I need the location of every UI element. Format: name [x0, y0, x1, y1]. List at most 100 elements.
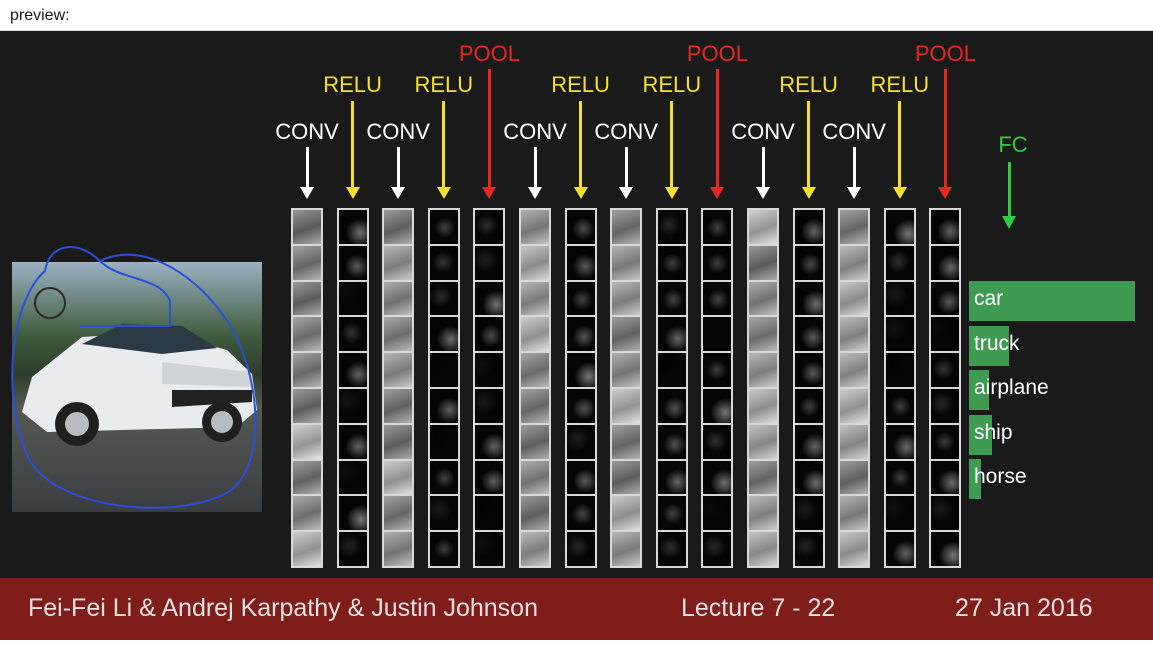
activation-map	[931, 281, 960, 316]
arrow-line-pool	[715, 69, 719, 189]
arrow-head-relu	[892, 187, 907, 199]
activation-map	[293, 245, 321, 280]
layer-label-pool: POOL	[686, 41, 748, 66]
arrow-head-pool	[710, 187, 725, 199]
activation-map	[429, 424, 458, 459]
activation-map	[612, 532, 641, 566]
score-label: horse	[974, 465, 1027, 488]
score-bar	[969, 325, 1009, 366]
arrow-head-conv	[528, 187, 542, 199]
fc-label: FC	[998, 132, 1028, 157]
activation-map	[749, 317, 777, 352]
activation-map	[885, 496, 914, 531]
activation-map	[521, 353, 549, 387]
activation-map	[703, 532, 732, 566]
activation-map	[293, 532, 321, 566]
activation-map	[612, 388, 641, 423]
activation-map	[384, 388, 413, 423]
arrow-head-relu	[573, 187, 588, 199]
activation-map	[885, 210, 914, 244]
activation-map	[475, 353, 504, 387]
layer-label-conv: CONV	[503, 119, 567, 144]
activation-map	[840, 532, 869, 566]
arrow-line-relu	[351, 101, 355, 189]
activation-map	[931, 317, 960, 352]
activation-map	[429, 353, 458, 387]
activation-map	[566, 281, 595, 316]
activation-map	[384, 245, 413, 280]
activation-map	[566, 245, 595, 280]
car-illustration	[22, 324, 257, 446]
activation-map	[794, 424, 823, 459]
activation-map	[429, 532, 458, 566]
arrow-line-relu	[670, 101, 674, 189]
activation-map	[931, 496, 960, 531]
activation-map	[749, 532, 777, 566]
activation-map	[475, 460, 504, 495]
activation-map	[885, 353, 914, 387]
activation-map	[429, 245, 458, 280]
arrow-line-relu	[898, 101, 902, 189]
activation-map	[657, 532, 686, 566]
activation-map	[840, 353, 869, 387]
arrow-head-conv	[847, 187, 862, 199]
activation-map	[338, 353, 367, 387]
lecture-date: 27 Jan 2016	[955, 594, 1093, 622]
activation-map	[794, 388, 823, 423]
activation-map	[657, 424, 686, 459]
activation-map	[521, 210, 549, 244]
activation-map	[384, 460, 413, 495]
activation-map	[566, 460, 595, 495]
activation-map	[657, 460, 686, 495]
arrow-line-conv	[761, 147, 765, 189]
arrow-line-relu	[442, 101, 446, 189]
activation-map	[293, 424, 321, 459]
arrow-line-pool	[487, 69, 491, 189]
score-bar	[969, 414, 992, 455]
activation-map	[566, 532, 595, 566]
score-bar	[969, 459, 981, 499]
layer-label-pool: POOL	[458, 41, 520, 66]
activation-map	[521, 245, 549, 280]
activation-map	[749, 245, 777, 280]
activation-map	[612, 281, 641, 316]
activation-map	[384, 496, 413, 531]
activation-map	[840, 317, 869, 352]
arrow-line-conv	[624, 147, 628, 189]
score-label: ship	[974, 420, 1013, 444]
activation-map	[840, 388, 869, 423]
arrow-head-relu	[436, 187, 451, 199]
layer-label-conv: CONV	[822, 119, 886, 144]
activation-map	[384, 424, 413, 459]
preview-label: preview:	[10, 7, 70, 24]
activation-column-relu	[564, 208, 597, 568]
activation-map	[293, 460, 321, 495]
activation-map	[885, 317, 914, 352]
score-label: truck	[974, 331, 1020, 355]
activation-map	[703, 317, 732, 352]
arrow-line-conv	[852, 147, 856, 189]
activation-map	[338, 388, 367, 423]
arrow-head-relu	[801, 187, 816, 199]
activation-column-pool	[929, 208, 962, 568]
activation-map	[612, 353, 641, 387]
activation-map	[338, 245, 367, 280]
activation-map	[293, 388, 321, 423]
activation-map	[703, 424, 732, 459]
arrow-head-conv	[300, 187, 314, 199]
activation-map	[794, 460, 823, 495]
score-label: airplane	[974, 376, 1049, 399]
activation-map	[429, 210, 458, 244]
activation-map	[429, 317, 458, 352]
activation-map	[384, 210, 413, 244]
activation-map	[885, 388, 914, 423]
activation-map	[840, 281, 869, 316]
arrow-line-conv	[533, 147, 537, 189]
activation-map	[566, 424, 595, 459]
activation-map	[657, 353, 686, 387]
score-label: car	[974, 287, 1004, 310]
activation-map	[429, 496, 458, 531]
activation-map	[885, 460, 914, 495]
activation-map	[931, 460, 960, 495]
